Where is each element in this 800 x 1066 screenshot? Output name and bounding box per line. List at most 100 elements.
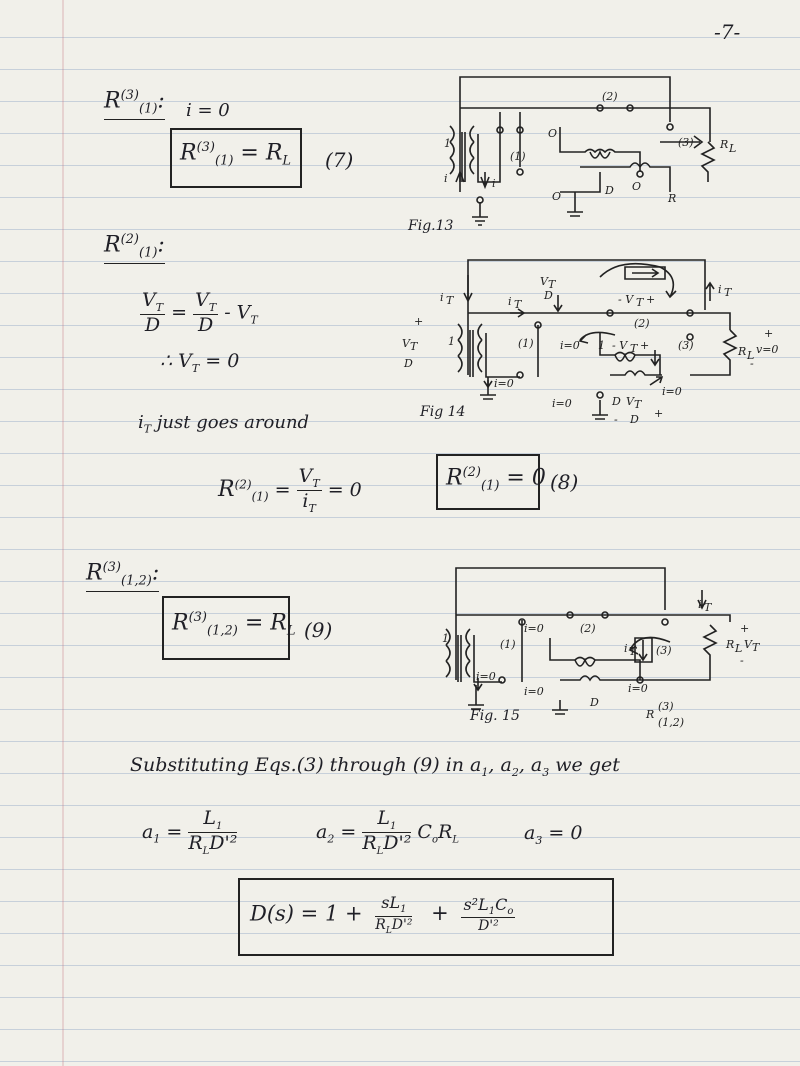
fig14-label: L (746, 349, 754, 362)
page-number: -7- (714, 20, 741, 44)
fig14-label: - (614, 413, 618, 426)
fig15-label: i=0 (476, 670, 496, 683)
fig15-label: (1,2) (658, 716, 684, 729)
fig14-label: i (508, 295, 512, 308)
fig14-label: T (410, 340, 419, 353)
fig15-label: i=0 (524, 685, 544, 698)
fig15-label: i=0 (628, 682, 648, 695)
fig13-label: L (728, 142, 736, 155)
fig15-label: T (629, 645, 638, 658)
coefficient-a3: a3 = 0 (524, 822, 583, 847)
fig14-label: D (629, 413, 639, 426)
fig14-label: T (634, 398, 643, 411)
fig14-label: D (611, 395, 621, 408)
fig13-label: (3) (678, 136, 694, 149)
fig14-label: V (626, 395, 635, 408)
fig15-label: R (645, 708, 654, 721)
fig14-label: 1 (598, 339, 605, 352)
fig15-label: (3) (658, 700, 674, 713)
fig14-label: - V (618, 293, 634, 306)
fig14-label: T (724, 286, 733, 299)
fig15-label: (2) (580, 622, 596, 635)
fig15-label: i=0 (524, 622, 544, 635)
fig14-label: (1) (518, 337, 534, 350)
fig15-label: T (704, 601, 713, 614)
fig15-label: V (744, 638, 753, 651)
note-it-goes-around: iT just goes around (138, 412, 310, 436)
fig15-label: L (734, 642, 742, 655)
fig15-label: (1) (500, 638, 516, 651)
section3-heading: R(3)(1,2): (86, 560, 160, 592)
fig14-label: T (514, 298, 523, 311)
section2-heading: R(2)(1): (104, 232, 165, 264)
fig14-label: 1 (448, 335, 455, 348)
equation-7-number: (7) (325, 148, 354, 172)
section1-heading: R(3)(1): (104, 88, 165, 120)
equation-8-number: (8) (550, 470, 579, 494)
fig13-circuit: (2) (1) (3) R L i i D 1 O O O R (444, 76, 736, 226)
fig15-label: (3) (656, 644, 672, 657)
fig14-label: D (543, 289, 553, 302)
equation-vt-zero: ∴ VT = 0 (160, 350, 240, 375)
equation-7: R(3)(1) = RL (180, 140, 292, 169)
fig14-label: + (414, 315, 423, 328)
fig14-caption: Fig 14 (420, 404, 466, 420)
fig15-label: i (698, 598, 702, 611)
fig14-label: - V (612, 339, 628, 352)
fig14-label: T (636, 296, 645, 309)
final-equation-box (238, 878, 614, 956)
fig13-label: i (444, 172, 448, 185)
fig14-label: i=0 (494, 377, 514, 390)
fig14-label: - (750, 357, 754, 370)
fig13-label: O (632, 180, 641, 193)
fig13-label: O (548, 127, 557, 140)
fig14-label: T (548, 278, 557, 291)
fig15-caption: Fig. 15 (470, 708, 520, 724)
section1-condition: i = 0 (186, 100, 230, 121)
margin-line (62, 0, 64, 1066)
fig15-label: + (740, 622, 749, 635)
fig14-label: + (640, 339, 649, 352)
fig14-label: i=0 (662, 385, 682, 398)
fig13-label: i (492, 177, 496, 190)
fig14-label: D (403, 357, 413, 370)
fig13-label: R (719, 138, 728, 151)
fig15-label: D (589, 696, 599, 709)
fig14-label: i (440, 291, 444, 304)
equation-8-box (436, 454, 540, 510)
fig13-caption: Fig.13 (408, 218, 454, 234)
fig14-label: + (654, 407, 663, 420)
substitution-text: Substituting Eqs.(3) through (9) in a1, … (130, 754, 620, 779)
fig15-label: i (624, 642, 628, 655)
equation-9: R(3)(1,2) = RL (172, 610, 296, 639)
fig15-label: - (740, 654, 744, 667)
fig14-label: T (446, 294, 455, 307)
fig14-label: i (718, 283, 722, 296)
fig14-label: + (764, 327, 773, 340)
fig14-label: + (646, 293, 655, 306)
fig14-label: i=0 (560, 339, 580, 352)
equation-9-box (162, 596, 290, 660)
equation-8: R(2)(1) = 0 (446, 465, 546, 494)
equation-7-box (170, 128, 302, 188)
fig13-label: (1) (510, 150, 526, 163)
fig13-label: 1 (444, 137, 451, 150)
fig14-label: (2) (634, 317, 650, 330)
fig15-label: T (752, 641, 761, 654)
fig13-label: R (667, 192, 676, 205)
fig14-label: V (402, 337, 411, 350)
fig15-label: R (725, 638, 734, 651)
fig13-label: O (552, 190, 561, 203)
fig14-label: i=0 (552, 397, 572, 410)
fig14-label: (3) (678, 339, 694, 352)
fig13-label: D (604, 184, 614, 197)
fig14-label: V (540, 275, 549, 288)
fig13-label: (2) (602, 90, 618, 103)
